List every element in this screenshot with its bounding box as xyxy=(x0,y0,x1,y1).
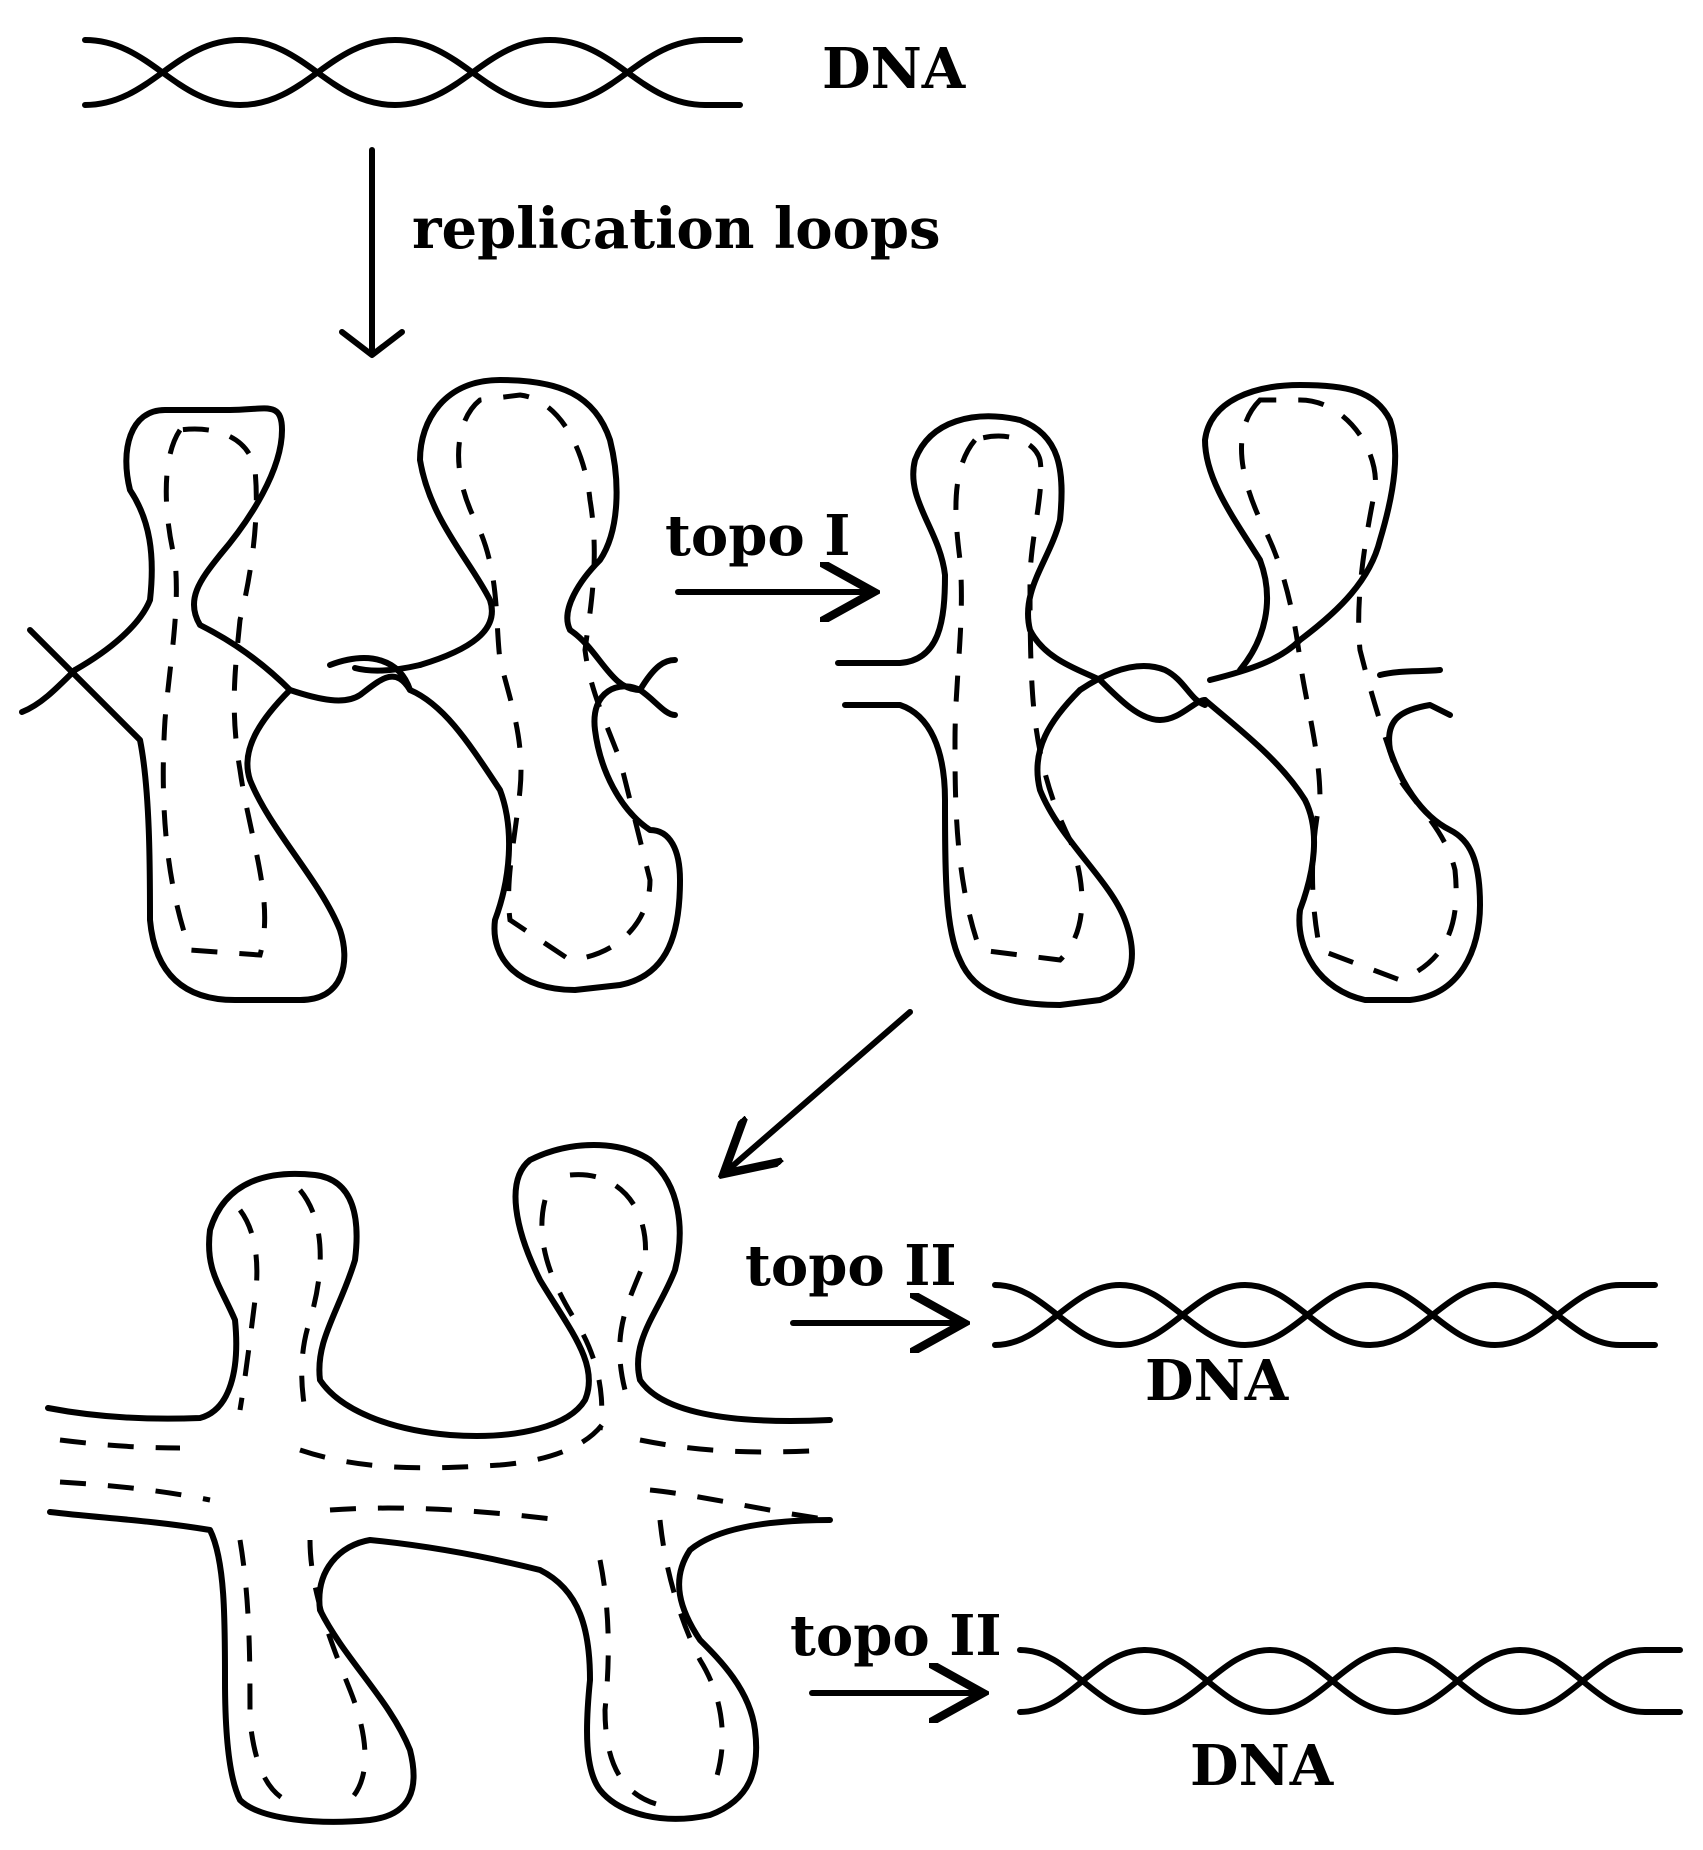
topo-2-upper-label: topo II xyxy=(745,1233,957,1299)
dna-helix-right-upper xyxy=(992,1282,1658,1348)
replication-loops-label: replication loops xyxy=(412,196,941,262)
topo-1-label: topo I xyxy=(665,503,850,569)
dna-label-right-upper: DNA xyxy=(1145,1348,1290,1414)
replication-loops-stage-3 xyxy=(45,1142,833,1825)
dna-label-top: DNA xyxy=(822,36,967,102)
dna-label-right-lower: DNA xyxy=(1190,1733,1335,1799)
replication-loops-stage-1 xyxy=(19,377,683,1003)
topo-2-lower-label: topo II xyxy=(790,1603,1002,1669)
replication-loops-stage-2 xyxy=(835,382,1483,1008)
dna-helix-right-lower xyxy=(1017,1647,1683,1715)
decatenation-arrow xyxy=(728,1009,913,1170)
dna-helix-top xyxy=(82,37,743,108)
replication-arrowhead xyxy=(339,329,405,358)
